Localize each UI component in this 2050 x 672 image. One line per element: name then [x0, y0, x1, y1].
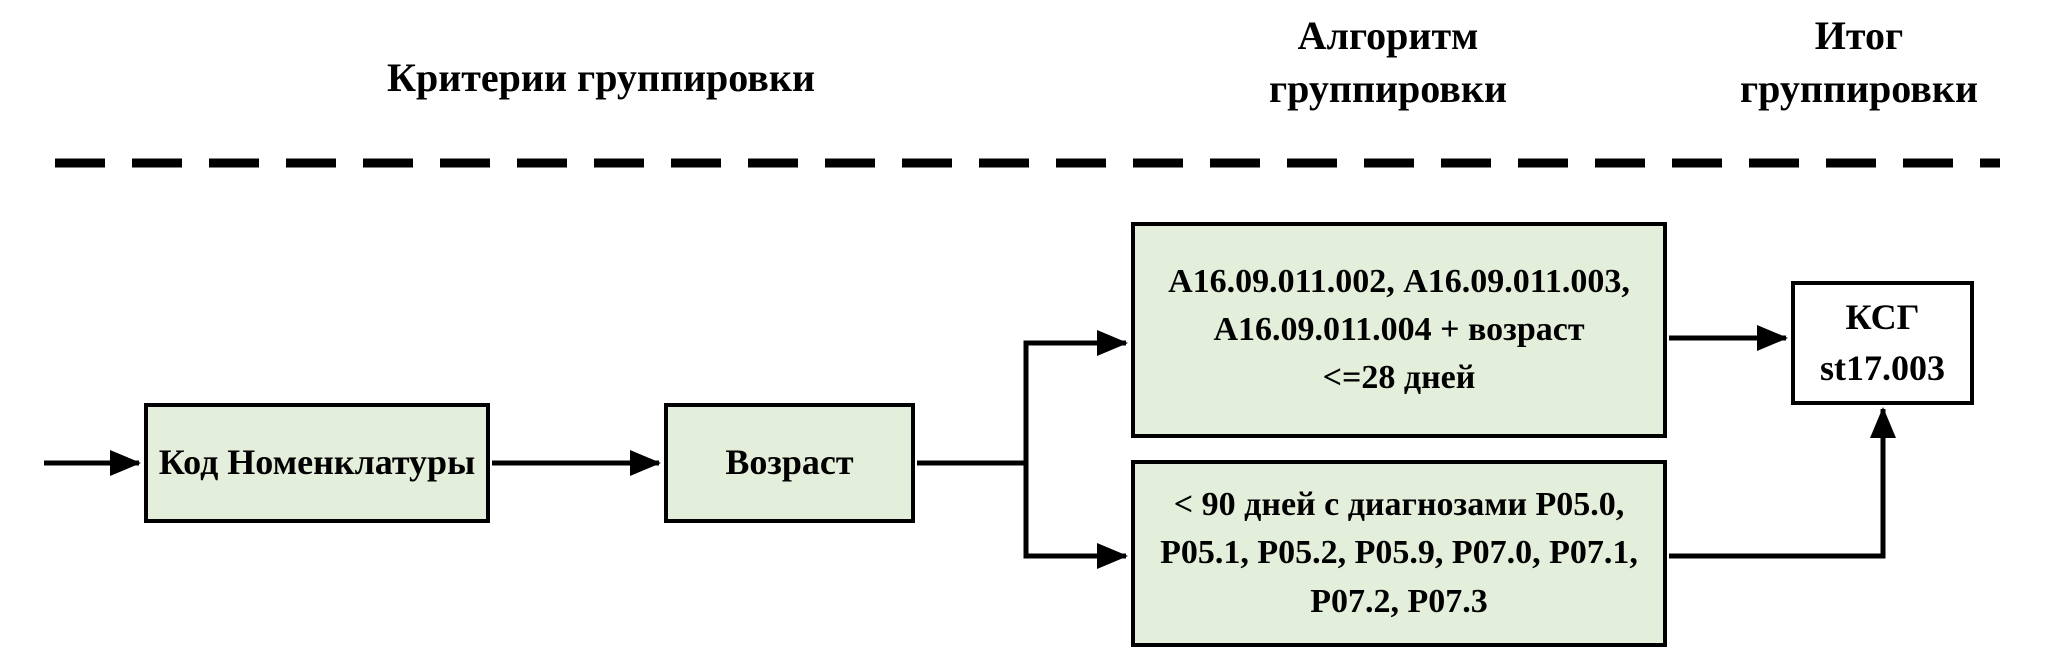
node-nomenclature-code: Код Номенклатуры [144, 403, 490, 523]
arrow-age-to-algo-bottom [1023, 463, 1128, 569]
header-grouping-criteria: Критерии группировки [386, 55, 815, 100]
node-age: Возраст [664, 403, 915, 523]
header-grouping-algorithm: Алгоритм группировки [1269, 13, 1507, 111]
arrow-algo-bottom-to-result [1669, 407, 1896, 559]
header-grouping-result: Итог группировки [1740, 13, 1978, 111]
node-algorithm-service-codes: А16.09.011.002, А16.09.011.003, А16.09.0… [1131, 222, 1667, 438]
arrow-age-to-algo-top [917, 330, 1128, 466]
node-ksg-result: КСГ st17.003 [1791, 281, 1974, 405]
node-algorithm-diagnoses: < 90 дней с диагнозами Р05.0, Р05.1, Р05… [1131, 460, 1667, 647]
